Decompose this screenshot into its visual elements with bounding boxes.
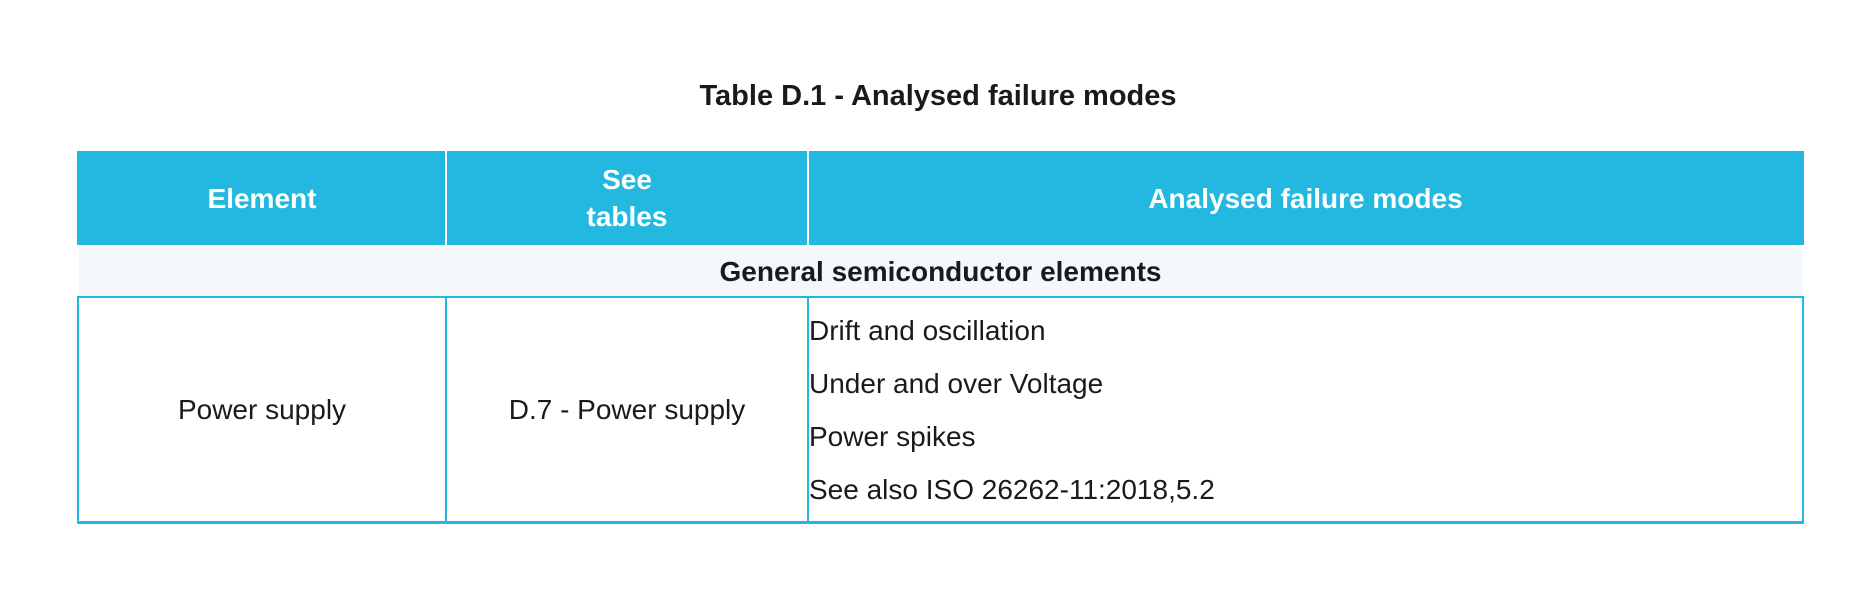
cell-see-tables: D.7 - Power supply [445,297,808,523]
failure-mode-item: Power spikes [809,420,976,452]
cell-failure-modes: Drift and oscillation Under and over Vol… [807,297,1803,523]
failure-modes-table: Element See tables Analysed failure mode… [77,151,1804,524]
failure-mode-item: Drift and oscillation [809,314,1046,346]
column-header-see-tables-line2: tables [586,201,668,232]
table-caption: Table D.1 - Analysed failure modes [699,80,1177,112]
column-header-element: Element [78,152,446,246]
section-row: General semiconductor elements [77,245,1804,298]
section-header-general-semiconductor-elements: General semiconductor elements [77,245,1804,298]
column-header-analysed-failure-modes: Analysed failure modes [807,152,1803,246]
failure-mode-item: Under and over Voltage [809,367,1104,399]
column-header-see-tables: See tables [445,152,808,246]
cell-element: Power supply [78,297,446,523]
failure-mode-item: See also ISO 26262-11:2018,5.2 [809,473,1215,505]
table-header-row: Element See tables Analysed failure mode… [78,152,1803,246]
column-header-see-tables-line1: See [602,164,652,196]
table-row: Power supply D.7 - Power supply Drift an… [78,297,1803,523]
